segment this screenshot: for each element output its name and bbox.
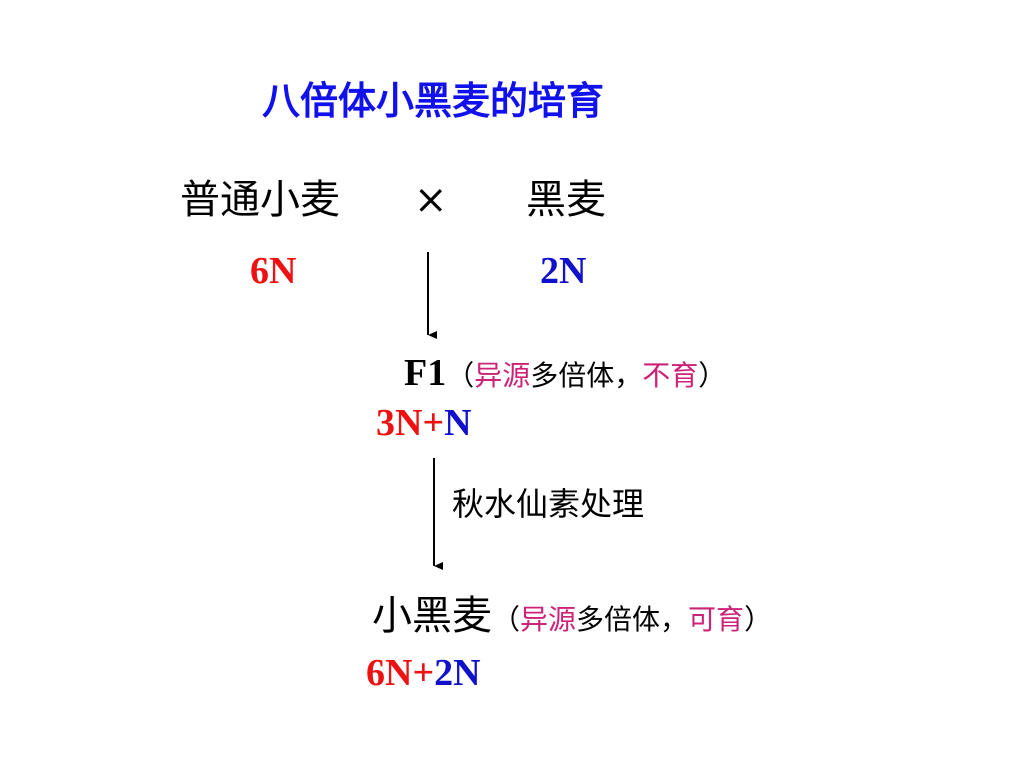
result-name: 小黑麦 — [372, 593, 492, 639]
parent2-ploidy: 2N — [540, 250, 587, 292]
treatment-label: 秋水仙素处理 — [452, 485, 645, 523]
f1-genome-part2: N — [444, 402, 472, 444]
result-fertility: 可育 — [688, 603, 745, 636]
f1-fertility: 不育 — [642, 359, 699, 392]
result-genome: 6N+2N — [366, 654, 481, 692]
result-genome-part1: 6N+ — [366, 652, 435, 694]
parent1-ploidy: 6N — [250, 250, 297, 292]
f1-type-rest: 多倍体， — [530, 359, 643, 392]
result-close-paren: ） — [744, 603, 773, 636]
f1-genome: 3N+N — [376, 404, 472, 442]
f1-line: F1（异源多倍体，不育） — [404, 354, 726, 392]
slide-title: 八倍体小黑麦的培育 — [262, 79, 605, 123]
parent1-name: 普通小麦 — [180, 177, 340, 223]
result-type-highlight: 异源 — [520, 603, 577, 636]
f1-close-paren: ） — [698, 359, 727, 392]
parent2-name: 黑麦 — [526, 177, 606, 223]
f1-open-paren: （ — [446, 359, 475, 392]
result-open-paren: （ — [492, 603, 521, 636]
f1-label: F1 — [404, 352, 447, 394]
result-line: 小黑麦（异源多倍体，可育） — [372, 596, 772, 636]
f1-genome-part1: 3N+ — [376, 402, 445, 444]
result-genome-part2: 2N — [434, 652, 481, 694]
result-type-rest: 多倍体， — [576, 603, 689, 636]
cross-symbol: × — [414, 177, 448, 223]
f1-type-highlight: 异源 — [474, 359, 531, 392]
